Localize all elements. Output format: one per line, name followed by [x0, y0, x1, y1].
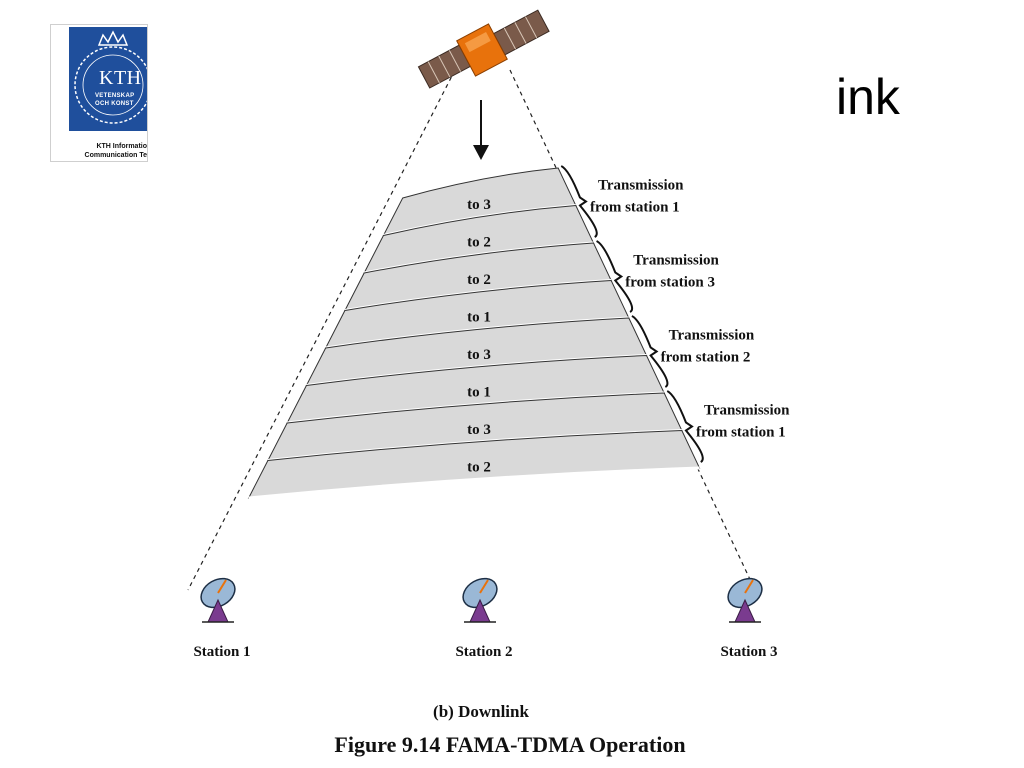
transmission-brace [666, 390, 704, 463]
transmission-braces [560, 165, 704, 463]
transmission-label: Transmission [669, 328, 755, 344]
transmission-brace [596, 240, 634, 313]
station-label: Station 2 [455, 644, 512, 660]
kth-seal: KTH VETENSKAP OCH KONST [69, 27, 147, 131]
station-label: Station 3 [720, 644, 777, 660]
slot-label: to 2 [467, 459, 491, 475]
beam-edge-left [187, 69, 456, 591]
transmission-label: Transmission [633, 253, 719, 269]
kth-logo-sub1: VETENSKAP [95, 93, 135, 99]
transmission-source: from station 2 [661, 350, 751, 366]
seal-ornament-icon [74, 30, 147, 124]
transmission-source: from station 1 [590, 200, 680, 216]
slot-labels: to 3 to 2 to 2 to 1 to 3 to 1 to 3 to 2 [467, 197, 491, 476]
satellite-dish-icon [727, 577, 763, 623]
time-slot-bands [247, 167, 701, 500]
slot-label: to 1 [467, 384, 491, 400]
satellite-icon [417, 9, 550, 89]
slot-label: to 2 [467, 234, 491, 250]
figure-caption: Figure 9.14 FAMA-TDMA Operation [334, 732, 685, 757]
transmission-label: Transmission [598, 178, 684, 194]
ground-stations: Station 1 Station 2 Station 3 [193, 577, 778, 660]
caption-downlink: (b) Downlink [433, 702, 529, 721]
slot-separator [248, 466, 700, 500]
slot-label: to 3 [467, 347, 491, 363]
transmission-brace [631, 315, 669, 388]
transmission-source: from station 1 [696, 425, 786, 441]
transmission-source: from station 3 [625, 275, 715, 291]
transmission-brace [560, 165, 598, 238]
slot-label: to 3 [467, 422, 491, 438]
downlink-arrow-icon [473, 100, 489, 160]
slot-label: to 1 [467, 309, 491, 325]
kth-logo-sub2: OCH KONST [95, 101, 134, 107]
slot-label: to 3 [467, 197, 491, 213]
transmission-label: Transmission [704, 403, 790, 419]
kth-logo: KTH VETENSKAP OCH KONST KTH Informatio C… [50, 24, 148, 162]
kth-logo-mark: KTH [99, 67, 142, 89]
satellite-dish-icon [462, 577, 498, 623]
logo-caption-1: KTH Informatio [96, 143, 147, 150]
transmission-labels: Transmission from station 1 Transmission fr… [590, 178, 790, 441]
logo-caption-2: Communication Te [84, 152, 147, 159]
station-label: Station 1 [193, 644, 250, 660]
satellite-dish-icon [200, 577, 236, 623]
slide-title-fragment: ink [836, 69, 900, 125]
slot-label: to 2 [467, 272, 491, 288]
